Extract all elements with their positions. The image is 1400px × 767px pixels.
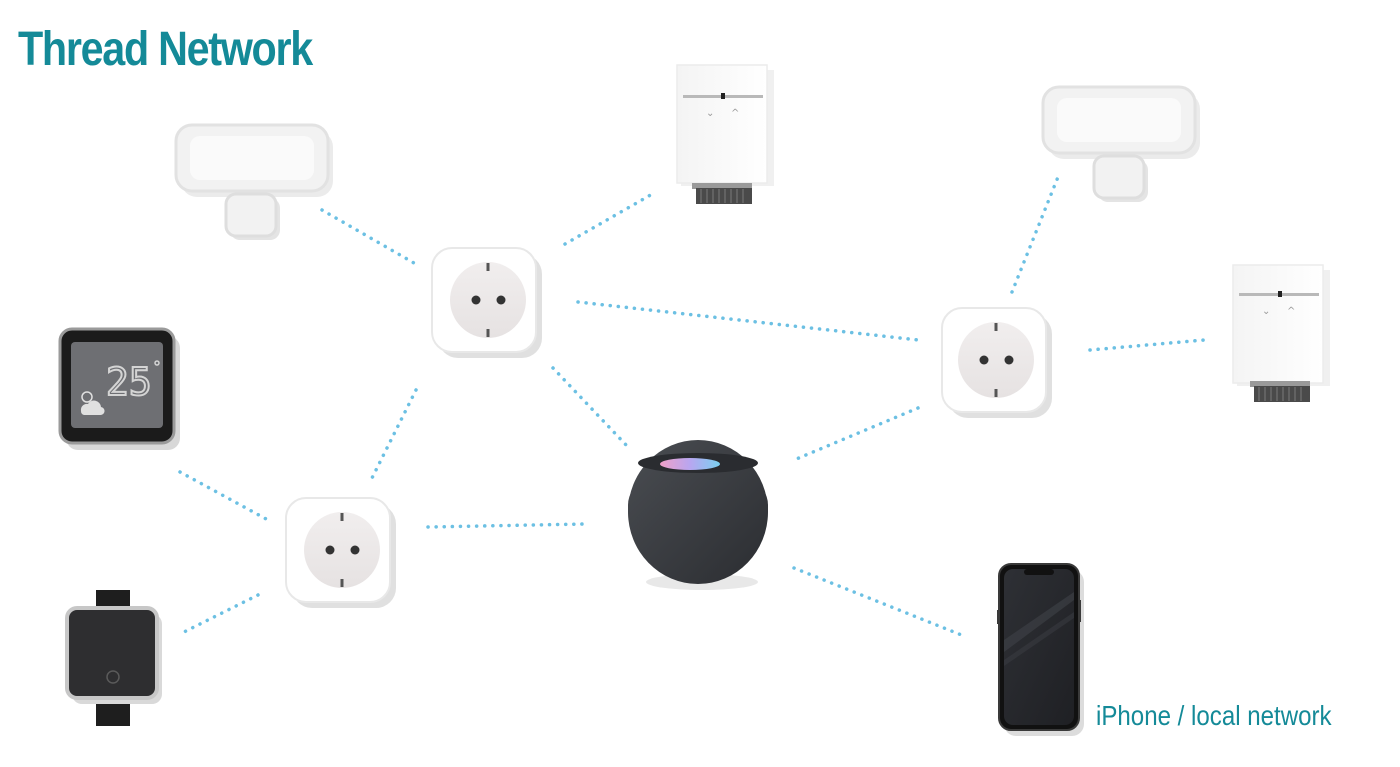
iphone-icon (997, 563, 1084, 736)
connection-line (563, 191, 656, 246)
smart-plug-icon (431, 247, 542, 358)
svg-text:^: ^ (1287, 306, 1295, 317)
connection-line (576, 300, 920, 342)
weather-display-icon: 25 (58, 327, 180, 450)
connection-line (792, 566, 966, 638)
weather-temperature-readout: 25 (106, 360, 152, 404)
page-title: Thread Network (18, 23, 313, 76)
connection-line (180, 593, 260, 635)
smart-plug-icon (285, 497, 396, 608)
connection-line (1010, 170, 1062, 294)
svg-text:⌄: ⌄ (706, 108, 714, 119)
connection-line (320, 208, 416, 265)
svg-text:^: ^ (731, 108, 739, 119)
smart-plug-icon (941, 307, 1052, 418)
wall-switch-icon (65, 590, 162, 726)
motion-sensor-icon (174, 123, 333, 240)
iphone-caption: iPhone / local network (1096, 700, 1332, 731)
radiator-thermostat-icon: ⌄ ^ (1232, 264, 1330, 402)
connection-line (178, 470, 270, 522)
connection-line (792, 406, 920, 462)
connection-line (1088, 338, 1206, 352)
connection-line (370, 388, 418, 480)
radiator-thermostat-icon: ⌄ ^ (676, 64, 774, 204)
partly-cloudy-icon (80, 391, 105, 416)
homepod-mini-icon (628, 440, 768, 590)
motion-sensor-icon (1041, 85, 1200, 202)
svg-text:⌄: ⌄ (1262, 306, 1270, 317)
connection-line (551, 366, 630, 449)
connection-line (426, 522, 587, 529)
